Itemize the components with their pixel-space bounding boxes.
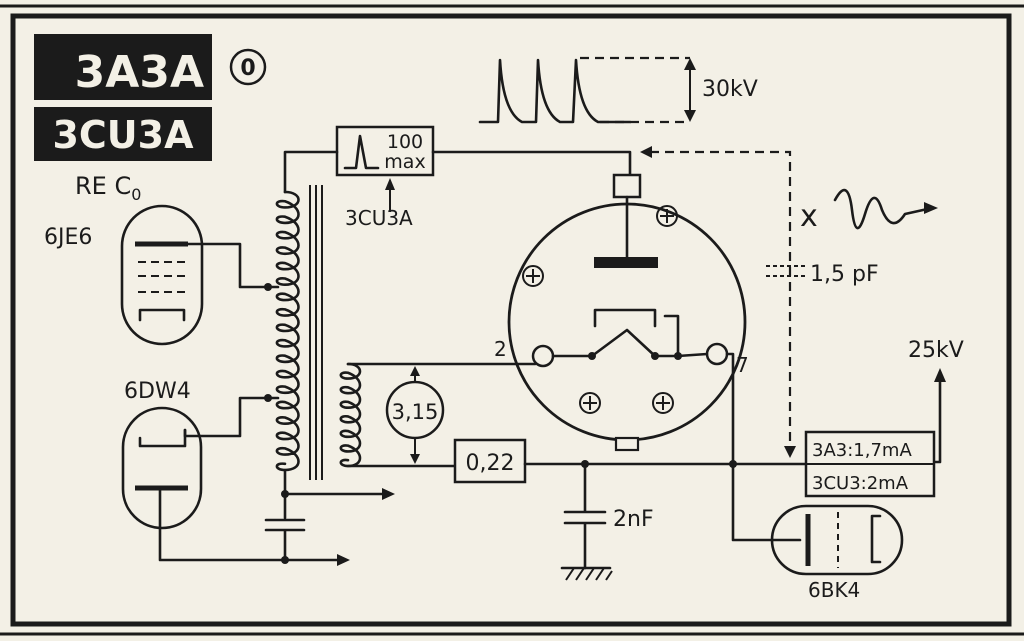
tube-6bk4 (770, 504, 904, 576)
tube-badge-3cu3a: 3CU3A (34, 107, 212, 161)
x-mark-label: x (800, 199, 818, 234)
tube-6dw4-label: 6DW4 (124, 379, 191, 404)
resistor-0-22: 0,22 (453, 438, 807, 484)
svg-text:max: max (384, 151, 425, 173)
tube-badge-3a3a: 3A3A (34, 34, 212, 100)
oscillation-icon (833, 188, 934, 230)
limiter-component: 100 max (335, 125, 435, 212)
stray-capacitance-path (640, 146, 806, 458)
svg-text:3CU3A: 3CU3A (52, 113, 194, 157)
rectifier-ref-label: RE C0 (75, 172, 141, 204)
output-arrow (933, 368, 946, 464)
tube-6je6-label: 6JE6 (44, 225, 92, 250)
anode-feed-wire (283, 150, 632, 194)
pin-2-label: 2 (494, 337, 507, 361)
limiter-tube-label: 3CU3A (345, 206, 413, 230)
svg-text:3,15: 3,15 (392, 400, 439, 424)
capacitor-value-label: 2nF (613, 507, 654, 532)
tube-6je6 (120, 204, 280, 346)
svg-text:0: 0 (240, 56, 255, 81)
capacitance-label: 1,5 pF (810, 262, 879, 287)
current-3cu3-label: 3CU3:2mA (812, 473, 909, 494)
current-table: 3A3:1,7mA 3CU3:2mA (804, 430, 936, 498)
svg-text:3A3A: 3A3A (75, 47, 204, 98)
svg-text:0,22: 0,22 (466, 451, 515, 476)
current-3a3-label: 3A3:1,7mA (812, 440, 912, 461)
filament-winding: 3,15 (339, 362, 537, 468)
svg-text:100: 100 (387, 131, 423, 153)
pulse-amplitude-label: 30kV (702, 77, 758, 102)
pulse-waveform (478, 56, 696, 124)
rectifier-tube-3a3a (507, 173, 802, 542)
pin-7-label: 7 (736, 353, 749, 377)
page-frame (10, 13, 1012, 627)
transformer-primary-coil (264, 185, 395, 564)
circled-symbol-badge: 0 (229, 48, 267, 86)
output-voltage-label: 25kV (908, 338, 964, 363)
tube-6bk4-label: 6BK4 (808, 578, 860, 602)
capacitor-2nf (560, 460, 613, 581)
